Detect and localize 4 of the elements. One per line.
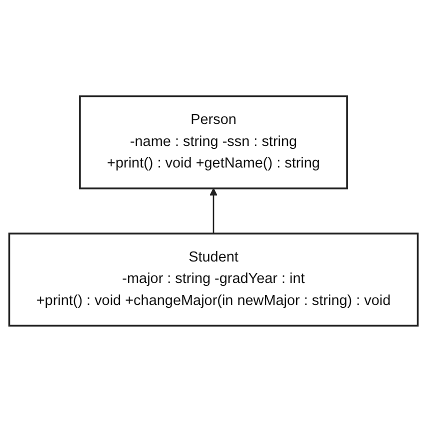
node-box	[8, 232, 419, 326]
arrow	[210, 188, 218, 234]
node-box	[79, 94, 348, 189]
class-diagram: Person -name : string -ssn : string +print() : void +getName() : string Student -major : string -gradYear : int +print() : void +changeMajor(in newMajor : string) : void	[2, 88, 425, 332]
